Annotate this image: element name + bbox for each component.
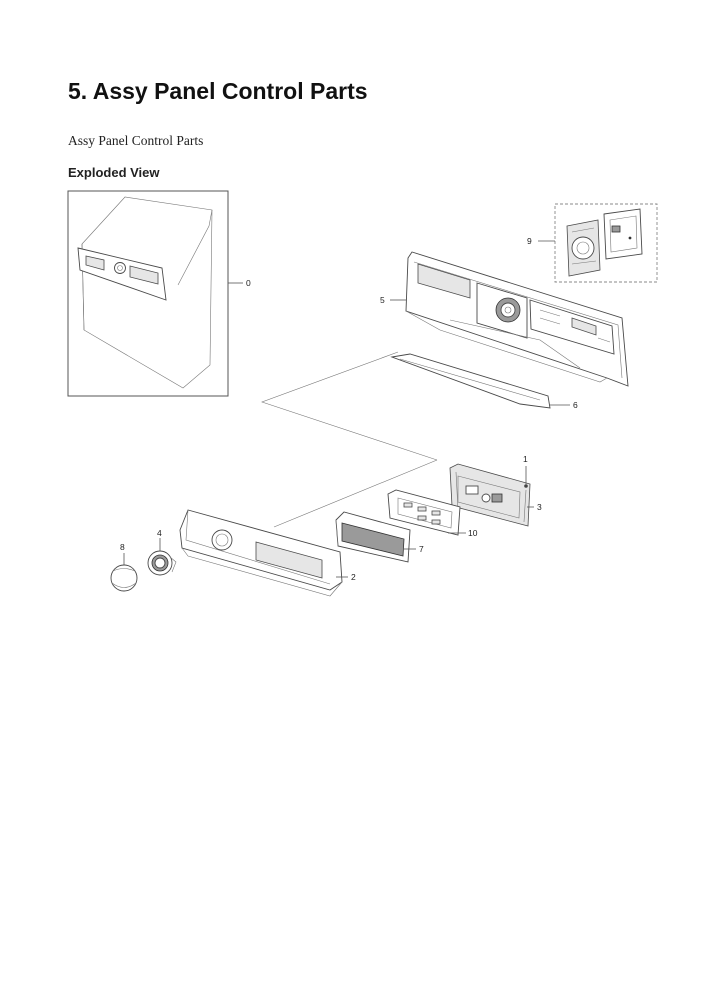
page-subtitle: Assy Panel Control Parts (68, 133, 204, 148)
callout-4: 4 (157, 528, 162, 538)
control-panel-housing (405, 251, 629, 387)
key-plate (387, 489, 461, 536)
callout-3: 3 (537, 502, 542, 512)
dial-ring (147, 550, 177, 576)
appliance-inset (67, 190, 229, 397)
pcb-kit-inset (554, 203, 658, 283)
callout-2: 2 (351, 572, 356, 582)
front-control-panel (179, 509, 343, 597)
knob (110, 564, 138, 592)
callout-7: 7 (419, 544, 424, 554)
trim-strip (390, 353, 551, 409)
callout-8: 8 (120, 542, 125, 552)
callout-6: 6 (573, 400, 578, 410)
display-window (335, 511, 411, 563)
sub-pcb (449, 463, 531, 527)
callout-1: 1 (523, 454, 528, 464)
callout-5: 5 (380, 295, 385, 305)
callout-9: 9 (527, 236, 532, 246)
callout-0: 0 (246, 278, 251, 288)
callout-10: 10 (468, 528, 478, 538)
section-heading: Exploded View (68, 165, 160, 180)
page-title: 5. Assy Panel Control Parts (68, 78, 368, 104)
